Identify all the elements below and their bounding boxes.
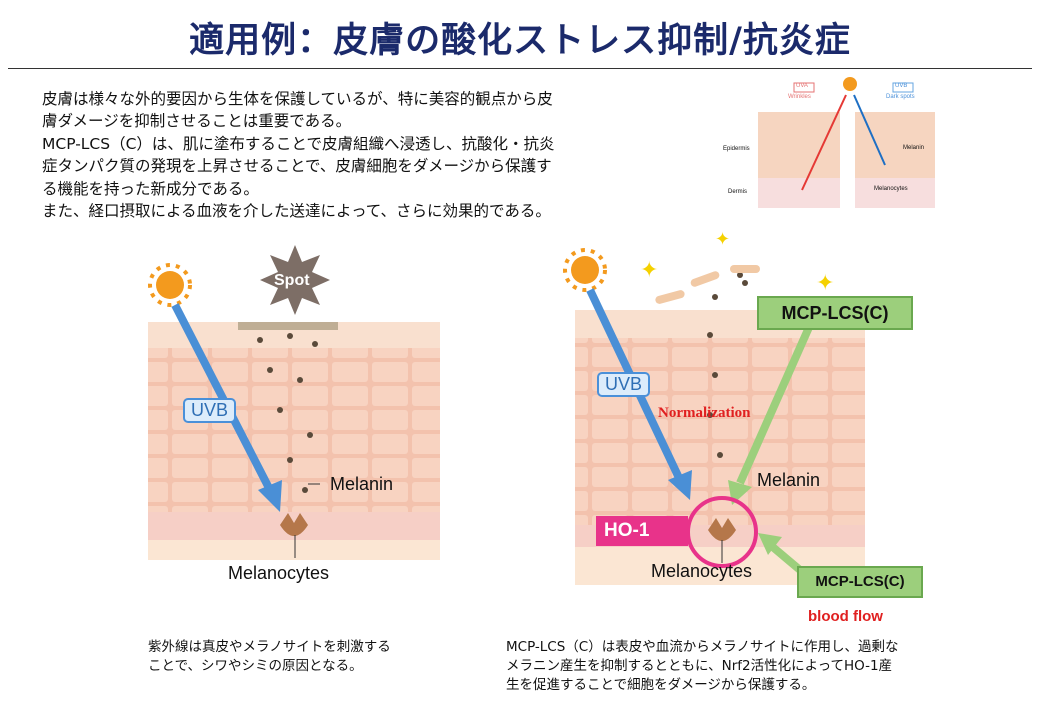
- intro-line: 症タンパク質の発現を上昇させることで、皮膚細胞をダメージから保護す: [42, 157, 552, 176]
- inset-epidermis-label: Epidermis: [723, 146, 750, 152]
- slide-title: 適用例：皮膚の酸化ストレス抑制/抗炎症: [189, 21, 851, 61]
- spot-burst-icon: [260, 245, 330, 315]
- sparkle-icon: ✦: [640, 258, 658, 283]
- ho1-label: HO-1: [596, 516, 688, 546]
- sparkle-icon: ✦: [715, 229, 730, 250]
- left-uvb-label: UVB: [183, 398, 237, 423]
- right-caption: MCP-LCS（C）は表皮や血流からメラノサイトに作用し、過剰な メラニン産生を…: [506, 638, 898, 695]
- right-skin-diagram: ✦ ✦ ✦: [563, 229, 865, 585]
- right-melanocytes-label: Melanocytes: [651, 561, 753, 581]
- sparkle-icon: ✦: [816, 271, 834, 296]
- inset-dark-spots-label: Dark spots: [886, 94, 915, 100]
- inset-melanin-label: Melanin: [903, 145, 925, 151]
- ho1-highlight-circle: [686, 496, 758, 568]
- blood-flow-arrow-head: [758, 533, 782, 555]
- title-divider: [8, 68, 1032, 69]
- spot-label: Spot: [274, 272, 310, 289]
- caption-line: 生を促進することで細胞をダメージから保護する。: [506, 677, 816, 693]
- inset-wrinkles-label: Wrinkles: [788, 94, 811, 100]
- uvb-arrow-head: [668, 470, 692, 500]
- inset-dermis-label: Dermis: [728, 189, 747, 195]
- intro-line: また、経口摂取による血液を介した送達によって、さらに効果的である。: [42, 202, 551, 221]
- mcp-lcs-topical-label: MCP-LCS(C): [757, 296, 913, 330]
- intro-line: MCP-LCS（C）は、肌に塗布することで皮膚組織へ浸透し、抗酸化・抗炎: [42, 134, 555, 153]
- right-melanin-label: Melanin: [757, 470, 821, 490]
- intro-line: 膚ダメージを抑制させることは重要である。: [42, 112, 352, 131]
- right-uvb-label: UVB: [597, 372, 651, 397]
- inset-uvb-label: UVB: [895, 83, 908, 89]
- caption-line: メラニン産生を抑制するとともに、Nrf2活性化によってHO-1産: [506, 658, 893, 674]
- left-caption: 紫外線は真皮やメラノサイトを刺激する ことで、シワやシミの原因となる。: [148, 638, 391, 676]
- inset-melanocytes-label: Melanocytes: [874, 186, 908, 192]
- normalization-label: Normalization: [658, 405, 751, 421]
- caption-line: MCP-LCS（C）は表皮や血流からメラノサイトに作用し、過剰な: [506, 639, 899, 655]
- intro-line: 皮膚は様々な外的要因から生体を保護しているが、特に美容的観点から皮: [42, 90, 553, 108]
- sun-icon: [148, 263, 192, 307]
- caption-line: ことで、シワやシミの原因となる。: [148, 658, 363, 674]
- sun-icon: [563, 248, 607, 292]
- uvb-arrow-head: [258, 480, 282, 512]
- left-melanocytes-label: Melanocytes: [228, 563, 330, 583]
- uva-uvb-inset-illustration: [758, 77, 935, 208]
- left-melanin-label: Melanin: [330, 474, 394, 494]
- mcp-lcs-oral-label: MCP-LCS(C): [797, 566, 923, 598]
- sun-icon: [843, 77, 857, 91]
- intro-line: る機能を持った新成分である。: [42, 179, 259, 198]
- melanocyte-icon: [708, 518, 736, 541]
- caption-line: 紫外線は真皮やメラノサイトを刺激する: [148, 639, 391, 655]
- melanocyte-icon: [280, 513, 308, 536]
- left-skin-diagram: [148, 245, 440, 560]
- inset-uva-label: UVA: [796, 83, 808, 89]
- blood-flow-label: blood flow: [808, 608, 883, 625]
- intro-text: 皮膚は様々な外的要因から生体を保護しているが、特に美容的観点から皮 膚ダメージを…: [42, 88, 682, 222]
